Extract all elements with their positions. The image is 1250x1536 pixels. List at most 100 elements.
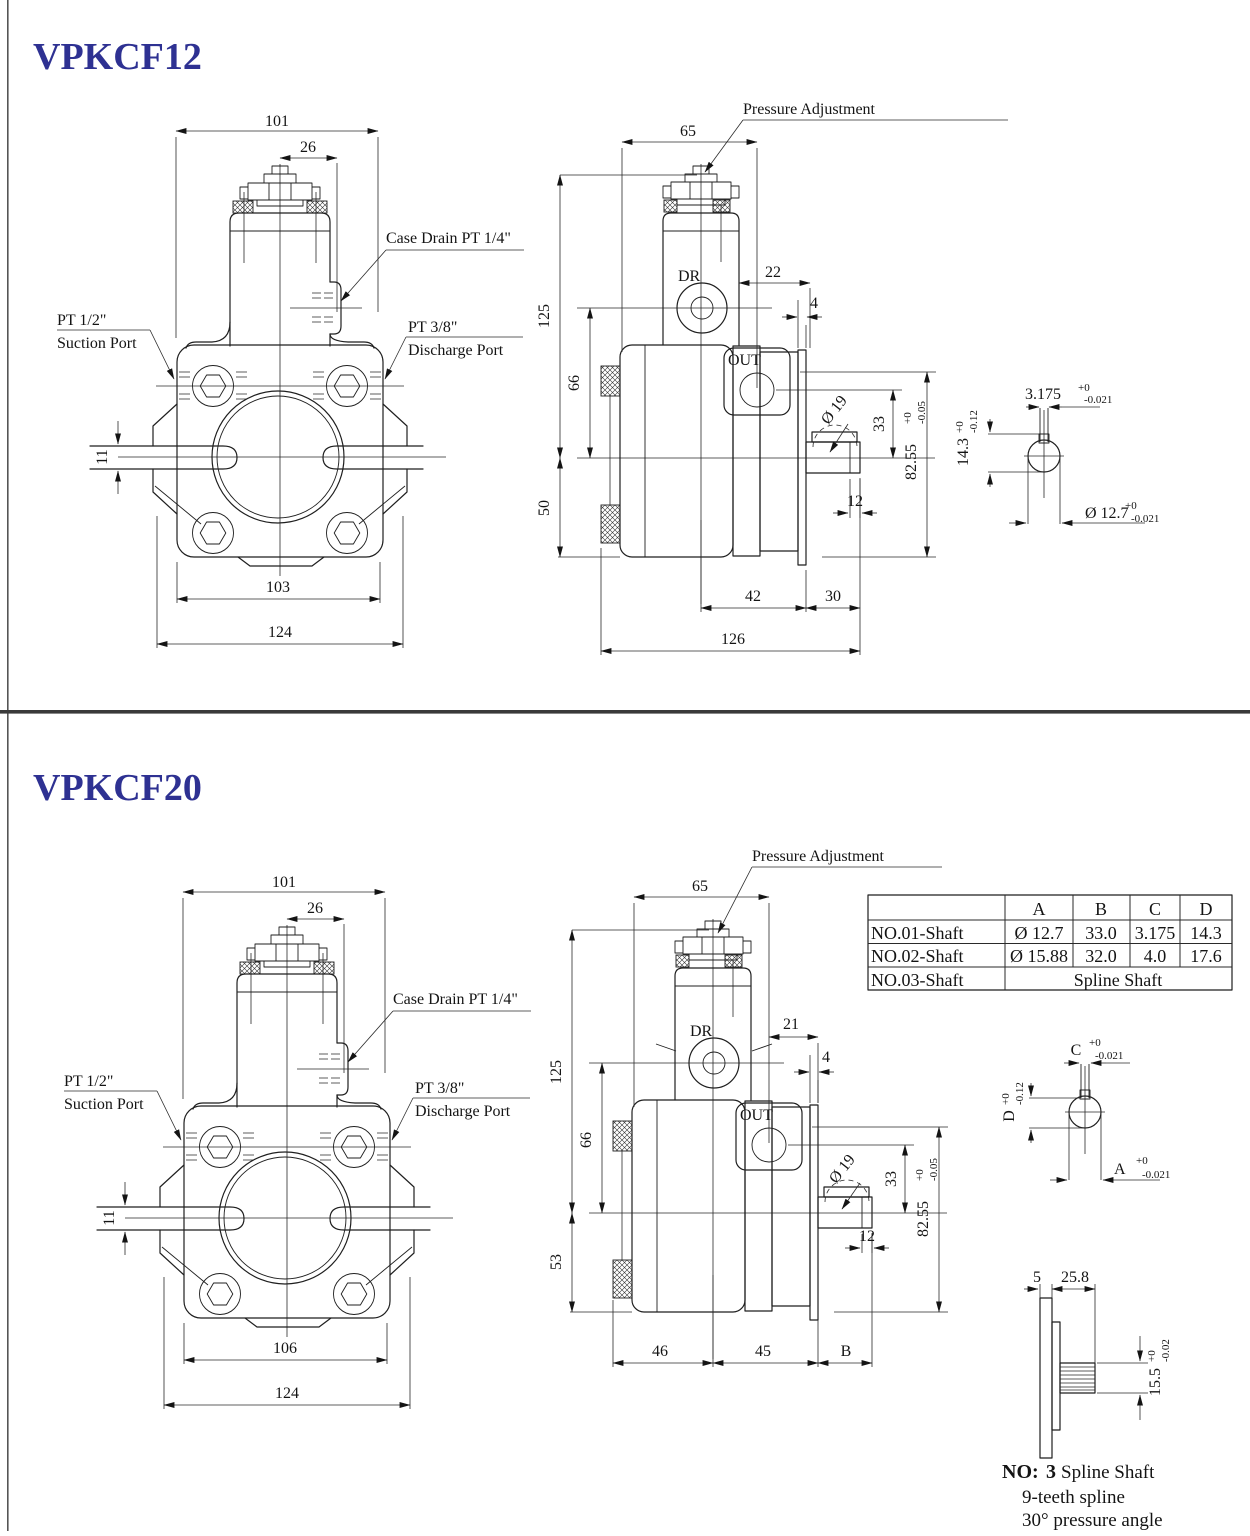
svg-text:11: 11	[94, 449, 111, 464]
vpkcf12-shaft-detail: 3.175 +0 -0.021 14.3 +0 -0.12 Ø 12.7 +0 …	[954, 382, 1159, 526]
svg-text:33: 33	[883, 1171, 900, 1187]
dim-height-50: 50	[536, 500, 553, 516]
dim-width-46: 46	[652, 1343, 668, 1360]
svg-text:-0.05: -0.05	[928, 1158, 940, 1181]
note-number: 3	[1046, 1461, 1056, 1483]
table-row2-c: 4.0	[1144, 946, 1167, 966]
dim-height-33: 33	[883, 1171, 900, 1187]
dim-width-65: 65	[692, 878, 708, 895]
dim-width-258: 25.8	[1061, 1269, 1089, 1286]
dim-width-106: 106	[273, 1340, 297, 1357]
dim-height-155: 15.5 +0 -0.02	[1146, 1339, 1172, 1396]
note-line2: 9-teeth spline	[1022, 1487, 1125, 1508]
dim-width-21: 21	[783, 1016, 799, 1033]
vpkcf12-shaft-dims	[987, 404, 1145, 526]
label-dr-port: DR	[678, 268, 701, 285]
label-discharge-port: Discharge Port	[408, 342, 504, 359]
vpkcf20-front-view: 101 26 11 106 124 Case Drain PT 1/4" PT …	[64, 874, 531, 1409]
tol-shaft-dia-plus: +0	[1125, 500, 1137, 512]
dim-shaft-dia: Ø 12.7	[1085, 505, 1129, 522]
vpkcf12-front-geometry	[57, 131, 524, 648]
label-case-drain: Case Drain PT 1/4"	[393, 991, 518, 1008]
vpkcf20-shaft-detail: C +0 -0.021 D +0 -0.12 A +0 -0.021	[1000, 1037, 1170, 1183]
table-header-c: C	[1149, 899, 1161, 919]
svg-text:50: 50	[536, 500, 553, 516]
label-out-port: OUT	[728, 352, 761, 369]
dim-width-30: 30	[825, 588, 841, 605]
note-name: Spline Shaft	[1061, 1462, 1155, 1483]
dim-key-width: 3.175	[1025, 386, 1061, 403]
dim-width-12: 12	[859, 1228, 875, 1245]
svg-text:125: 125	[536, 304, 553, 328]
svg-text:+0: +0	[1146, 1350, 1158, 1362]
spline-geometry	[1039, 1297, 1096, 1459]
svg-text:-0.12: -0.12	[968, 410, 980, 433]
dim-width-124: 124	[268, 624, 292, 641]
svg-text:14.3: 14.3	[955, 438, 972, 466]
vpkcf12-shaft-section	[1023, 407, 1065, 525]
vpkcf12-side-geometry	[576, 163, 936, 605]
sheet-left-border	[7, 0, 9, 1531]
tol-shaft-dia-minus: -0.021	[1131, 513, 1159, 525]
dim-height-125: 125	[548, 1060, 565, 1084]
section-title-vpkcf20: VPKCF20	[33, 767, 202, 809]
dim-width-42: 42	[745, 588, 761, 605]
table-header-d: D	[1200, 899, 1213, 919]
table-row1-c: 3.175	[1135, 923, 1176, 943]
table-row1-label: NO.01-Shaft	[871, 923, 964, 943]
table-row2-label: NO.02-Shaft	[871, 946, 964, 966]
label-suction-size: PT 1/2"	[57, 312, 106, 329]
svg-text:D: D	[1001, 1110, 1018, 1122]
dim-width-45: 45	[755, 1343, 771, 1360]
dim-width-B: B	[841, 1343, 852, 1360]
svg-text:+0: +0	[914, 1169, 926, 1181]
spline-dims	[1024, 1284, 1148, 1420]
label-suction-size: PT 1/2"	[64, 1073, 113, 1090]
label-out-port: OUT	[740, 1107, 773, 1124]
vpkcf12-front-view: 101 26 11 103 124 Case Drain PT 1/4" PT …	[57, 113, 524, 648]
tol-key-width-plus: +0	[1078, 382, 1090, 394]
svg-text:66: 66	[578, 1132, 595, 1148]
dr-tick-marks	[655, 1043, 773, 1052]
table-header-a: A	[1033, 899, 1046, 919]
dim-width-26: 26	[307, 900, 323, 917]
tol-a-plus: +0	[1136, 1155, 1148, 1167]
label-discharge-size: PT 3/8"	[415, 1080, 464, 1097]
dim-width-22: 22	[765, 264, 781, 281]
dim-height-66: 66	[578, 1132, 595, 1148]
section-vpkcf20: VPKCF20 101 26 11 106 124 Case Drain PT …	[33, 767, 1233, 1531]
svg-text:15.5: 15.5	[1147, 1368, 1164, 1396]
svg-text:53: 53	[548, 1254, 565, 1270]
shaft-option-table: A B C D NO.01-Shaft Ø 12.7 33.0 3.175 14…	[867, 894, 1233, 991]
dim-slot-11: 11	[94, 449, 111, 464]
svg-text:-0.05: -0.05	[916, 401, 928, 424]
dim-height-125: 125	[536, 304, 553, 328]
label-suction-port: Suction Port	[64, 1096, 144, 1113]
svg-text:Ø 19: Ø 19	[818, 393, 851, 428]
section-divider	[0, 710, 1250, 714]
svg-text:-0.12: -0.12	[1014, 1082, 1026, 1105]
tol-a-minus: -0.021	[1142, 1169, 1170, 1181]
label-discharge-port: Discharge Port	[415, 1103, 511, 1120]
label-pressure-adjustment: Pressure Adjustment	[743, 101, 876, 118]
note-line3: 30° pressure angle	[1022, 1510, 1163, 1531]
vpkcf12-side-dims	[557, 119, 1008, 655]
section-vpkcf12: VPKCF12 101 26 11 103 124 Case Drain PT …	[33, 36, 1159, 655]
dim-height-33: 33	[871, 416, 888, 432]
tol-key-width-minus: -0.021	[1084, 394, 1112, 406]
vpkcf20-side-dims	[569, 866, 948, 1367]
dim-width-101: 101	[265, 113, 289, 130]
svg-text:+0: +0	[1000, 1093, 1012, 1105]
dim-dia-19: Ø 19	[826, 1152, 859, 1187]
dim-slot-11: 11	[101, 1210, 118, 1225]
dim-width-4: 4	[822, 1049, 830, 1066]
dim-dia-19: Ø 19	[818, 393, 851, 428]
table-row3-label: NO.03-Shaft	[871, 970, 964, 990]
dim-width-65: 65	[680, 123, 696, 140]
label-suction-port: Suction Port	[57, 335, 137, 352]
dim-width-101: 101	[272, 874, 296, 891]
label-pressure-adjustment: Pressure Adjustment	[752, 848, 885, 865]
vpkcf20-shaft-dims	[1028, 1060, 1160, 1183]
table-row3-merged: Spline Shaft	[1074, 970, 1163, 990]
